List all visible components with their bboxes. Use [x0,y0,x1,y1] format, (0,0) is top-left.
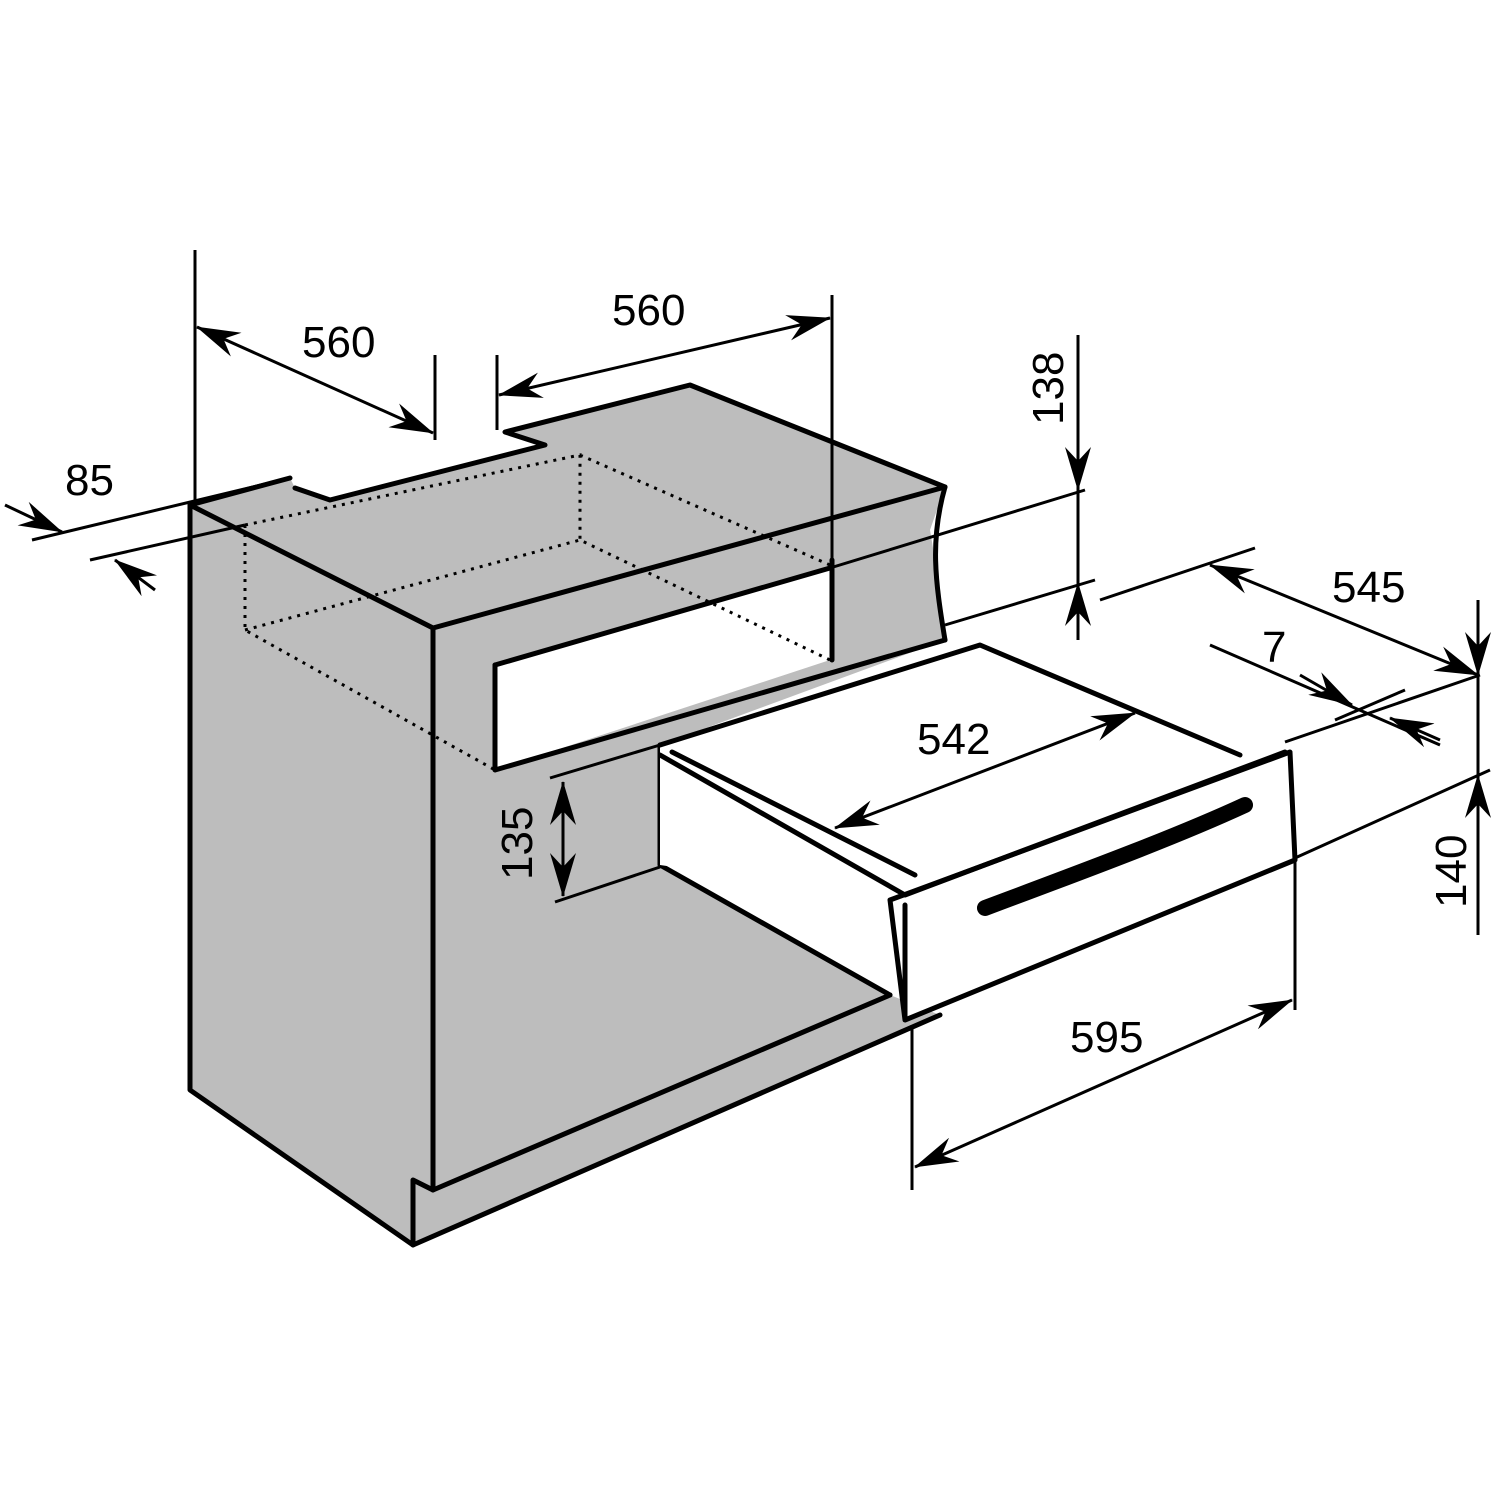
dim-label-560-top: 560 [612,286,685,335]
drawer-side [660,745,915,900]
cabinet [187,382,948,1248]
dim-label-542: 542 [917,715,990,764]
dim-label-7: 7 [1262,623,1286,672]
dim-label-140: 140 [1427,835,1476,908]
dimension-lines [4,250,1491,1190]
dim-label-138: 138 [1024,352,1073,425]
cabinet-left-side [190,505,433,1245]
dim-label-545: 545 [1332,563,1405,612]
upper-opening [495,568,830,770]
warming-drawer [657,642,1298,1023]
drawer-handle[interactable] [977,797,1253,916]
dim-label-560-left: 560 [302,318,375,367]
dim-label-135: 135 [493,807,542,880]
dim-label-85: 85 [65,456,114,505]
dim-label-595: 595 [1070,1013,1143,1062]
cabinet-top [190,385,945,628]
